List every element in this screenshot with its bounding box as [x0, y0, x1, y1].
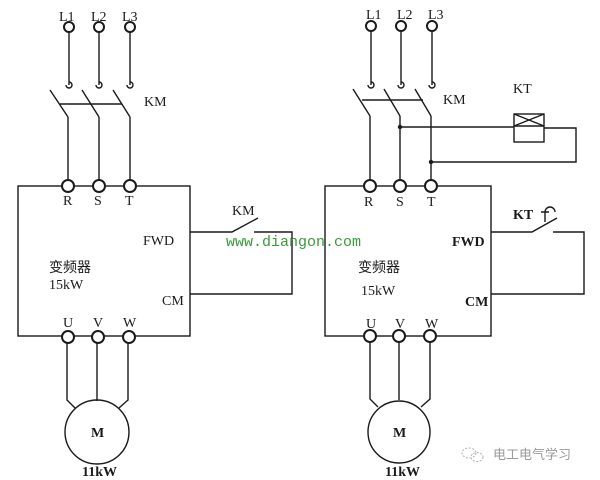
wechat-logo-icon	[461, 447, 484, 462]
left-contactor-label: KM	[144, 95, 167, 110]
left-motor-label: M	[91, 426, 104, 441]
left-terminal-v	[91, 330, 105, 344]
left-cm-label: CM	[162, 294, 184, 309]
right-label-r: R	[364, 195, 374, 210]
right-cm-label: CM	[465, 295, 488, 310]
right-terminal-s	[393, 179, 407, 193]
right-motor-power: 11kW	[385, 465, 420, 480]
left-label-w: W	[123, 316, 137, 331]
left-wire-l1-upper	[65, 32, 73, 89]
right-drive-box	[324, 185, 492, 337]
left-supply-terminal-l3	[124, 21, 136, 33]
left-label-s: S	[94, 194, 102, 209]
right-contactor-label: KM	[443, 93, 466, 108]
left-wire-l2-upper	[95, 32, 103, 89]
right-label-t: T	[427, 195, 436, 210]
left-motor-wire-w	[118, 343, 129, 409]
right-fwd-label: FWD	[452, 235, 485, 250]
left-label-l2: L2	[91, 10, 107, 25]
right-motor-wire-u	[369, 342, 379, 408]
right-timer-coil-kt	[513, 113, 545, 143]
left-drive-box	[17, 185, 191, 337]
right-main-contactor-km	[352, 88, 432, 117]
right-motor	[367, 400, 431, 464]
right-terminal-t	[424, 179, 438, 193]
right-drive-name: 变频器	[358, 260, 400, 276]
right-wire-l1-upper	[367, 31, 375, 89]
right-motor-label: M	[393, 426, 406, 441]
left-terminal-s	[92, 179, 106, 193]
right-label-u: U	[366, 317, 376, 332]
right-label-v: V	[395, 317, 405, 332]
left-terminal-u	[61, 330, 75, 344]
left-supply-terminal-l2	[93, 21, 105, 33]
right-motor-wire-w	[420, 342, 431, 408]
right-supply-terminal-l2	[395, 20, 407, 32]
left-km-aux-contact-loop	[190, 217, 293, 295]
left-supply-terminal-l1	[63, 21, 75, 33]
left-fwd-label: FWD	[143, 234, 174, 249]
right-junction-s	[397, 124, 403, 130]
left-label-t: T	[125, 194, 134, 209]
left-wire-l3-upper	[126, 32, 134, 89]
left-label-u: U	[63, 316, 73, 331]
left-terminal-t	[123, 179, 137, 193]
right-label-s: S	[396, 195, 404, 210]
left-aux-contact-label: KM	[232, 204, 255, 219]
left-motor-wire-u	[66, 343, 76, 409]
right-label-w: W	[425, 317, 439, 332]
right-supply-terminal-l3	[426, 20, 438, 32]
left-label-r: R	[63, 194, 73, 209]
right-timer-coil-wiring	[400, 126, 577, 163]
right-kt-delay-symbol-icon	[541, 206, 556, 222]
left-label-l3: L3	[122, 10, 138, 25]
left-motor-power: 11kW	[82, 465, 117, 480]
right-drive-power: 15kW	[361, 284, 396, 299]
right-label-l1: L1	[366, 8, 382, 23]
account-watermark: 电工电气学习	[493, 447, 571, 463]
right-label-l3: L3	[428, 8, 444, 23]
left-motor	[64, 399, 130, 465]
right-wire-l3-upper	[428, 31, 436, 89]
right-wire-l2-upper	[397, 31, 405, 89]
left-terminal-r	[61, 179, 75, 193]
left-main-contactor-km	[49, 89, 131, 118]
right-circuit: L1 L2 L3 KM KT	[324, 8, 585, 480]
left-label-v: V	[93, 316, 103, 331]
right-label-l2: L2	[397, 8, 413, 23]
right-timer-label: KT	[513, 82, 532, 97]
right-terminal-r	[363, 179, 377, 193]
left-drive-name: 变频器	[49, 260, 91, 276]
right-kt-contact-loop	[491, 217, 585, 295]
right-supply-terminal-l1	[365, 20, 377, 32]
right-junction-t	[428, 159, 434, 165]
left-drive-power: 15kW	[49, 278, 84, 293]
right-timer-contact-label: KT	[513, 208, 534, 223]
left-circuit: L1 L2 L3 KM R S T 变频器 15kW FWD	[17, 10, 293, 480]
url-watermark: www.diangon.com	[226, 234, 361, 251]
left-terminal-w	[122, 330, 136, 344]
